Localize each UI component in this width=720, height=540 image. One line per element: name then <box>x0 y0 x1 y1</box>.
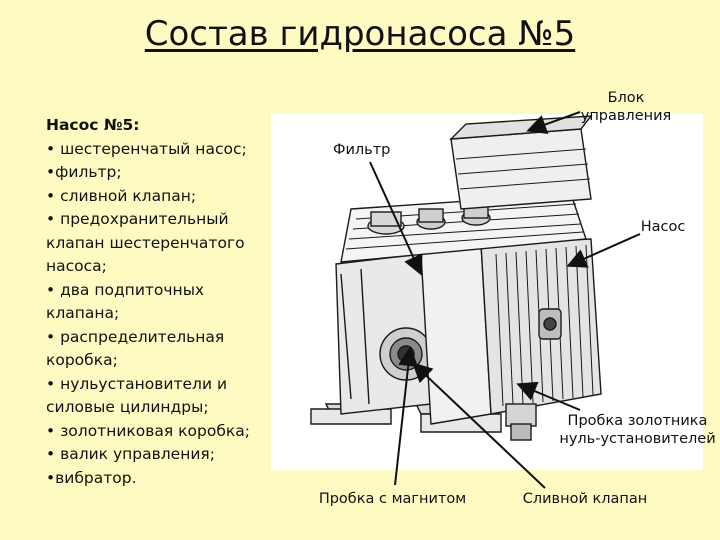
label-magnet-plug: Пробка с магнитом <box>318 491 467 507</box>
list-item: •фильтр; <box>46 163 122 181</box>
list-item: • валик управления; <box>46 445 215 463</box>
list-item: • два подпиточных клапана; <box>46 280 205 323</box>
label-spool-plug: Пробка золотника нуль-установителей <box>559 413 716 447</box>
list-item: • предохранительный клапан шестеренчатог… <box>46 210 245 275</box>
list-item: • нульустановители и силовые цилиндры; <box>46 374 228 417</box>
label-filter: Фильтр <box>333 142 391 158</box>
component-list: Насос №5: • шестеренчатый насос; •фильтр… <box>46 114 276 490</box>
label-drain-valve: Сливной клапан <box>522 491 648 507</box>
list-item: •вибратор. <box>46 468 137 487</box>
label-pump: Насос <box>640 219 686 235</box>
list-item: • распределительная коробка; <box>46 327 225 370</box>
component-list-heading: Насос №5: <box>46 116 140 134</box>
list-item: • сливной клапан; <box>46 186 197 205</box>
label-control-block: Блок управления <box>580 90 672 124</box>
list-item: • золотниковая коробка; <box>46 421 250 440</box>
slide-title: Состав гидронасоса №5 <box>144 14 576 54</box>
list-item: • шестеренчатый насос; <box>46 139 247 158</box>
